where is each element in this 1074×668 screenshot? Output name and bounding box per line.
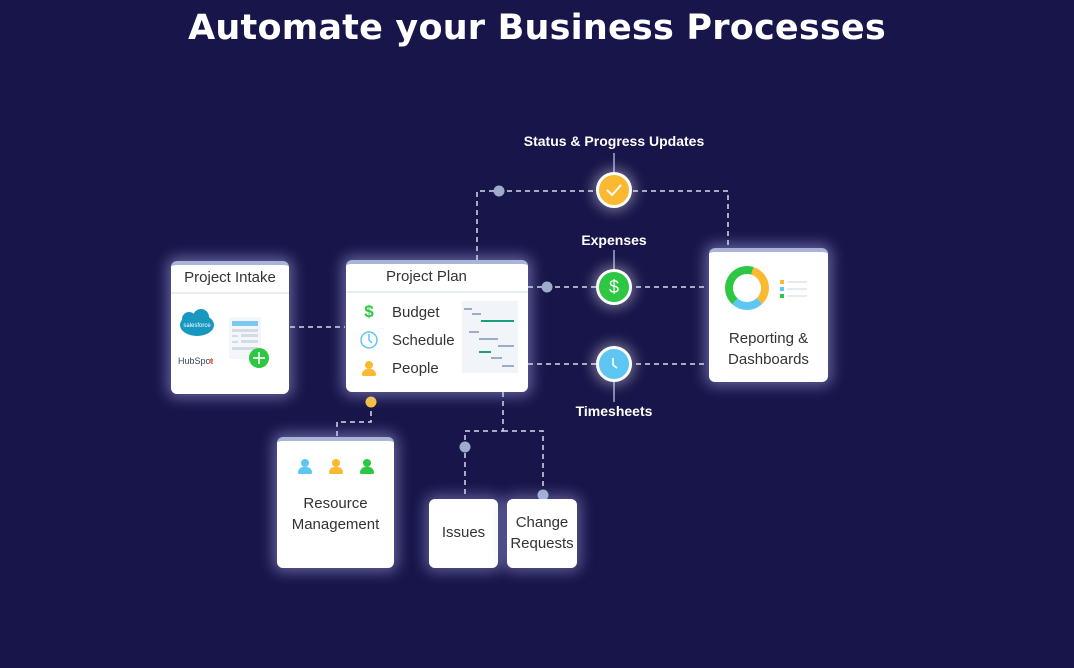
connector-change bbox=[503, 430, 544, 495]
clock-icon bbox=[612, 358, 618, 369]
donut-segment bbox=[725, 266, 754, 305]
dot-resource bbox=[365, 396, 377, 408]
project-intake-title: Project Intake bbox=[171, 265, 289, 294]
plan-item-label: Budget bbox=[392, 303, 440, 321]
form-add-icon bbox=[229, 317, 269, 368]
reporting-line1: Reporting & bbox=[728, 330, 809, 347]
dot-status bbox=[493, 185, 505, 197]
dot-expenses bbox=[541, 281, 553, 293]
salesforce-logo: salesforce bbox=[180, 309, 214, 336]
dollar-icon: $ bbox=[364, 302, 374, 321]
dot-issues bbox=[459, 441, 471, 453]
resource-line1: Resource bbox=[303, 495, 368, 512]
dot-change bbox=[537, 489, 549, 501]
reporting-card[interactable]: Reporting & Dashboards bbox=[709, 248, 828, 382]
salesforce-text: salesforce bbox=[183, 323, 211, 329]
dollar-icon: $ bbox=[608, 276, 619, 297]
change-line1: Change bbox=[515, 514, 569, 531]
plan-item-label: People bbox=[392, 360, 439, 377]
donut-segment bbox=[732, 298, 763, 310]
check-icon bbox=[606, 184, 622, 197]
person-icon bbox=[359, 459, 375, 475]
status-node[interactable] bbox=[596, 172, 632, 208]
person-icon bbox=[328, 459, 344, 475]
project-intake-card[interactable]: Project Intake salesforce HubSpot bbox=[171, 261, 289, 394]
clock-icon bbox=[358, 330, 380, 350]
donut-segment bbox=[751, 266, 769, 304]
resource-management-card[interactable]: Resource Management bbox=[277, 437, 394, 568]
person-icon bbox=[358, 360, 380, 377]
expenses-node[interactable]: $ bbox=[596, 269, 632, 305]
plan-item-people[interactable]: People bbox=[358, 360, 439, 377]
resource-line2: Management bbox=[291, 516, 380, 533]
change-requests-card[interactable]: Change Requests bbox=[507, 499, 577, 568]
change-line2: Requests bbox=[510, 535, 574, 552]
project-plan-title: Project Plan bbox=[346, 264, 528, 293]
timesheets-label: Timesheets bbox=[575, 403, 653, 419]
hubspot-text: HubSpot bbox=[178, 356, 214, 366]
timesheets-node[interactable] bbox=[596, 346, 632, 382]
plan-item-label: Schedule bbox=[392, 331, 455, 349]
plan-item-schedule[interactable]: Schedule bbox=[358, 330, 455, 350]
connector-resource bbox=[336, 402, 372, 437]
issues-label: Issues bbox=[441, 524, 486, 541]
donut-chart-icon bbox=[725, 266, 807, 310]
reporting-line2: Dashboards bbox=[728, 351, 809, 368]
issues-card[interactable]: Issues bbox=[429, 499, 498, 568]
project-intake-graphics: salesforce HubSpot bbox=[178, 309, 269, 368]
plan-item-budget[interactable]: $ Budget bbox=[358, 302, 440, 322]
page-title: Automate your Business Processes bbox=[188, 8, 886, 48]
expenses-label: Expenses bbox=[581, 232, 647, 248]
status-label: Status & Progress Updates bbox=[523, 133, 705, 149]
project-plan-card[interactable]: Project Plan $ Budget Schedule People bbox=[346, 260, 528, 392]
person-icon bbox=[297, 459, 313, 475]
gantt-chart-icon bbox=[462, 301, 518, 373]
connector-issues-change bbox=[464, 392, 504, 498]
